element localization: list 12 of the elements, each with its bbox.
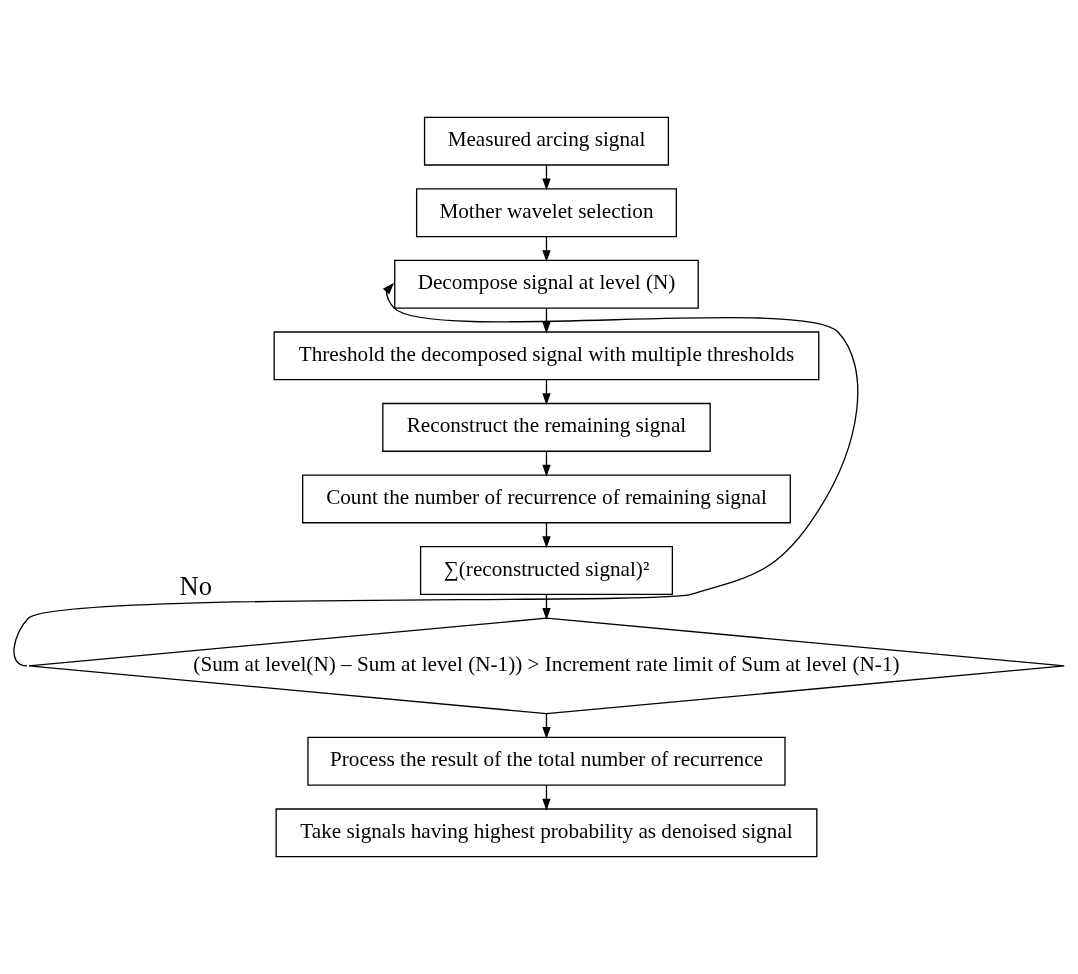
- node-box: Mother wavelet selection: [415, 188, 677, 238]
- edge-label: No: [179, 570, 212, 601]
- node-box: Measured arcing signal: [423, 116, 670, 166]
- node-box: Threshold the decomposed signal with multiple thresholds: [273, 331, 820, 381]
- node-box: Process the result of the total number of recurrence: [307, 736, 786, 786]
- node-box: ∑(reconstructed signal)²: [419, 545, 674, 595]
- node-box: Count the number of recurrence of remaining signal: [302, 474, 791, 524]
- arrow: [13, 282, 859, 667]
- node-box: Take signals having highest probability as denoised signal: [275, 808, 818, 858]
- node-box: Reconstruct the remaining signal: [382, 402, 711, 452]
- node-box: Decompose signal at level (N): [394, 259, 699, 309]
- node-diamond: (Sum at level(N) – Sum at level (N-1)) > Increment rate limit of Sum at level (N-1): [28, 617, 1065, 715]
